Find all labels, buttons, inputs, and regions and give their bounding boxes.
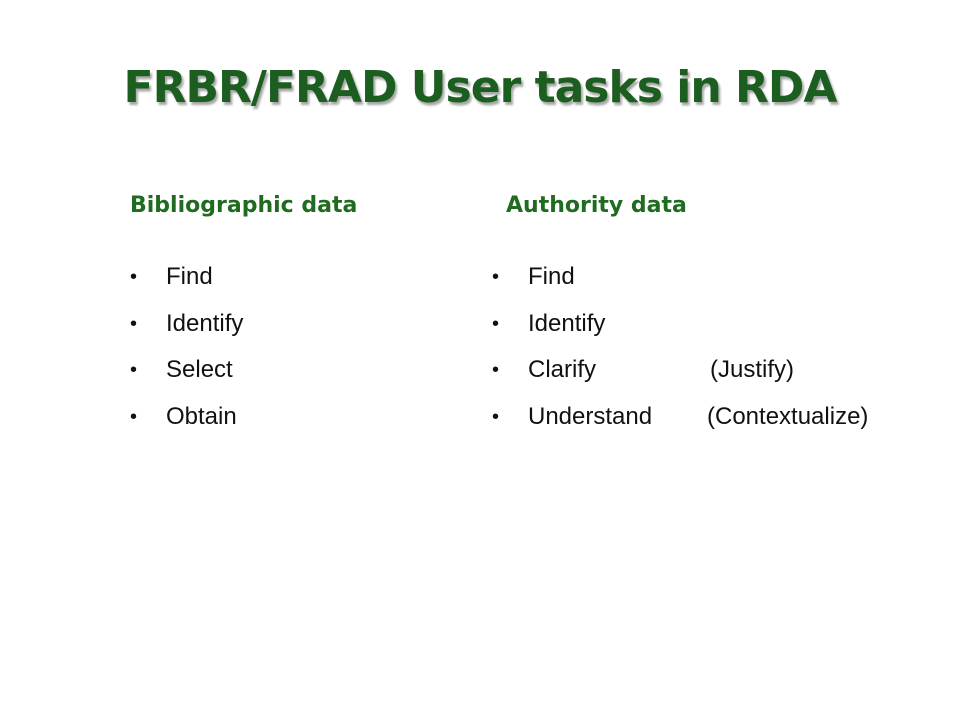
bullet-icon: • [492, 359, 500, 381]
task-label: Clarify [528, 356, 597, 383]
bullet-icon: • [130, 359, 138, 381]
task-label: Identify [528, 309, 606, 337]
bullet-icon: • [492, 266, 500, 288]
bullet-icon: • [492, 405, 500, 428]
bullet-icon: • [130, 405, 138, 428]
task-label: Understand [528, 402, 653, 430]
task-label: Select [166, 356, 233, 383]
bullet-icon: • [492, 312, 500, 335]
slide-title: FRBR/FRAD User tasks in RDA [123, 62, 838, 113]
task-alternate-term: (Justify) [710, 356, 794, 383]
task-label: Find [166, 263, 213, 290]
task-label: Obtain [166, 402, 237, 430]
task-label: Identify [166, 309, 244, 337]
bullet-icon: • [130, 312, 138, 335]
bibliographic-heading: Bibliographic data [130, 193, 358, 218]
task-alternate-term: (Contextualize) [707, 402, 869, 430]
authority-heading: Authority data [506, 193, 687, 218]
task-label: Find [528, 263, 575, 290]
bullet-icon: • [130, 266, 138, 288]
